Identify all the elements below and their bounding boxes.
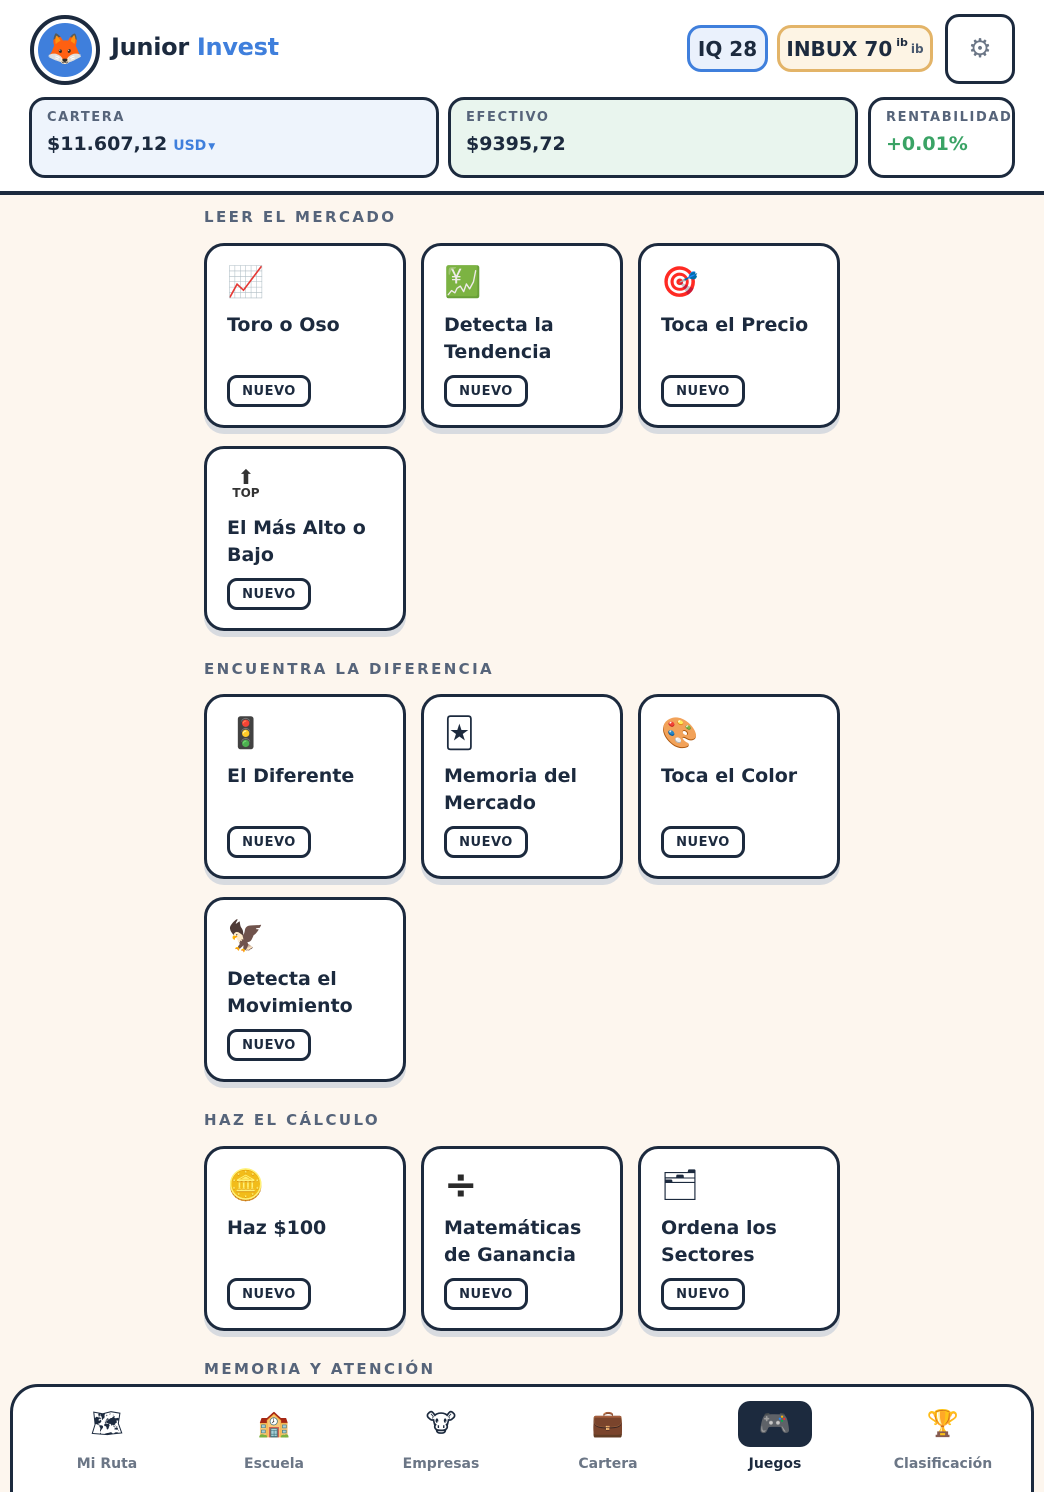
game-card-detecta-movimiento[interactable]: 🦅 Detecta el Movimiento NUEVO	[204, 897, 406, 1082]
nav-label: Mi Ruta	[76, 1456, 138, 1472]
iq-badge[interactable]: IQ 28	[687, 25, 768, 72]
bottom-nav: 🗺 Mi Ruta 🏫 Escuela 🐮 Empresas 💼 Cartera…	[10, 1384, 1034, 1492]
game-card-title: El Más Alto o Bajo	[227, 517, 366, 566]
new-badge: NUEVO	[444, 1278, 528, 1310]
brand-logo: Junior Invest	[111, 33, 279, 61]
game-card-title: Toca el Color	[661, 765, 798, 787]
game-card-title: Memoria del Mercado	[444, 765, 577, 814]
currency-selector[interactable]: USD▼	[173, 138, 215, 154]
nav-item-juegos[interactable]: 🎮 Juegos	[700, 1401, 850, 1481]
game-card-toro-o-oso[interactable]: 📈 Toro o Oso NUEVO	[204, 243, 406, 428]
new-badge: NUEVO	[661, 1278, 745, 1310]
eagle-icon: 🦅	[227, 919, 265, 954]
new-badge: NUEVO	[444, 375, 528, 407]
nav-item-clasificacion[interactable]: 🏆 Clasificación	[868, 1401, 1018, 1481]
game-card-title: Toca el Precio	[661, 314, 809, 336]
inbux-badge[interactable]: INBUX 70 ib ib	[777, 25, 933, 72]
new-badge: NUEVO	[227, 1029, 311, 1061]
game-card-title: Haz $100	[227, 1217, 327, 1239]
game-card-title: Matemáticas de Ganancia	[444, 1217, 582, 1266]
school-icon: 🏫	[257, 1409, 291, 1439]
game-controller-icon: 🎮	[738, 1401, 812, 1447]
joker-card-icon: 🃏	[444, 716, 475, 751]
inbux-label: INBUX 70	[786, 36, 893, 61]
cash-value: $9395,72	[466, 133, 566, 155]
game-card-memoria-mercado[interactable]: 🃏 Memoria del Mercado NUEVO	[421, 694, 623, 879]
game-card-toca-precio[interactable]: 🎯 Toca el Precio NUEVO	[638, 243, 840, 428]
nav-item-empresas[interactable]: 🐮 Empresas	[366, 1401, 516, 1481]
map-icon: 🗺	[90, 1409, 124, 1439]
portfolio-amount: $11.607,12	[47, 133, 168, 155]
game-card-title: El Diferente	[227, 765, 355, 787]
brand-name-part2: Invest	[196, 33, 279, 61]
section-title-memoria-atencion: MEMORIA Y ATENCIÓN	[204, 1360, 436, 1378]
traffic-light-icon: 🚦	[227, 716, 265, 751]
card-index-icon: 🗂	[661, 1168, 700, 1203]
target-icon: 🎯	[661, 265, 699, 300]
game-card-title: Detecta la Tendencia	[444, 314, 554, 363]
fox-icon: 🦊	[38, 23, 92, 77]
nav-item-mi-ruta[interactable]: 🗺 Mi Ruta	[32, 1401, 182, 1481]
brand-name-part1: Junior	[111, 33, 189, 61]
trophy-icon: 🏆	[926, 1409, 960, 1439]
nav-label: Empresas	[402, 1456, 480, 1472]
return-label: RENTABILIDAD	[886, 110, 1013, 125]
gear-icon: ⚙	[968, 34, 992, 64]
game-card-haz-100[interactable]: 🪙 Haz $100 NUEVO	[204, 1146, 406, 1331]
game-card-ordena-sectores[interactable]: 🗂 Ordena los Sectores NUEVO	[638, 1146, 840, 1331]
section-title-encuentra-diferencia: ENCUENTRA LA DIFERENCIA	[204, 660, 495, 678]
game-card-mas-alto-bajo[interactable]: ⬆TOP El Más Alto o Bajo NUEVO	[204, 446, 406, 631]
avatar[interactable]: 🦊	[30, 15, 100, 85]
new-badge: NUEVO	[227, 375, 311, 407]
nav-label: Escuela	[244, 1456, 304, 1472]
briefcase-icon: 💼	[591, 1409, 625, 1439]
nav-label: Juegos	[748, 1456, 802, 1472]
caret-down-icon: ▼	[208, 142, 216, 152]
portfolio-value: $11.607,12 USD▼	[47, 133, 436, 155]
chart-yen-icon: 💹	[444, 265, 482, 300]
game-card-title: Ordena los Sectores	[661, 1217, 777, 1266]
game-card-matematicas-ganancia[interactable]: ÷ Matemáticas de Ganancia NUEVO	[421, 1146, 623, 1331]
divide-icon: ÷	[444, 1162, 478, 1208]
settings-button[interactable]: ⚙	[945, 14, 1015, 84]
return-value: +0.01%	[886, 133, 968, 155]
portfolio-stat[interactable]: CARTERA $11.607,12 USD▼	[29, 97, 439, 178]
coin-icon: 🪙	[227, 1168, 265, 1203]
palette-icon: 🎨	[661, 716, 699, 751]
cow-icon: 🐮	[425, 1409, 457, 1439]
new-badge: NUEVO	[661, 375, 745, 407]
new-badge: NUEVO	[227, 578, 311, 610]
iq-label: IQ 28	[697, 36, 758, 61]
game-card-title: Toro o Oso	[227, 314, 340, 336]
new-badge: NUEVO	[661, 826, 745, 858]
new-badge: NUEVO	[227, 826, 311, 858]
section-title-haz-calculo: HAZ EL CÁLCULO	[204, 1111, 381, 1129]
return-stat: RENTABILIDAD +0.01%	[868, 97, 1015, 178]
chart-increasing-icon: 📈	[227, 265, 265, 300]
nav-item-cartera[interactable]: 💼 Cartera	[533, 1401, 683, 1481]
currency-label: USD	[173, 138, 207, 154]
nav-label: Clasificación	[893, 1456, 993, 1472]
portfolio-label: CARTERA	[47, 110, 126, 125]
nav-item-escuela[interactable]: 🏫 Escuela	[199, 1401, 349, 1481]
nav-label: Cartera	[578, 1456, 638, 1472]
new-badge: NUEVO	[227, 1278, 311, 1310]
game-card-detecta-tendencia[interactable]: 💹 Detecta la Tendencia NUEVO	[421, 243, 623, 428]
cash-label: EFECTIVO	[466, 110, 550, 125]
new-badge: NUEVO	[444, 826, 528, 858]
inbux-coin-icon: ib	[896, 36, 908, 49]
section-title-leer-mercado: LEER EL MERCADO	[204, 208, 397, 226]
app-header: 🦊 Junior Invest IQ 28 INBUX 70 ib ib ⚙ C…	[0, 0, 1044, 195]
inbux-unit: ib	[910, 41, 924, 56]
top-arrow-icon: ⬆TOP	[232, 465, 260, 500]
game-card-title: Detecta el Movimiento	[227, 968, 353, 1017]
game-card-toca-color[interactable]: 🎨 Toca el Color NUEVO	[638, 694, 840, 879]
cash-stat: EFECTIVO $9395,72	[448, 97, 858, 178]
game-card-el-diferente[interactable]: 🚦 El Diferente NUEVO	[204, 694, 406, 879]
